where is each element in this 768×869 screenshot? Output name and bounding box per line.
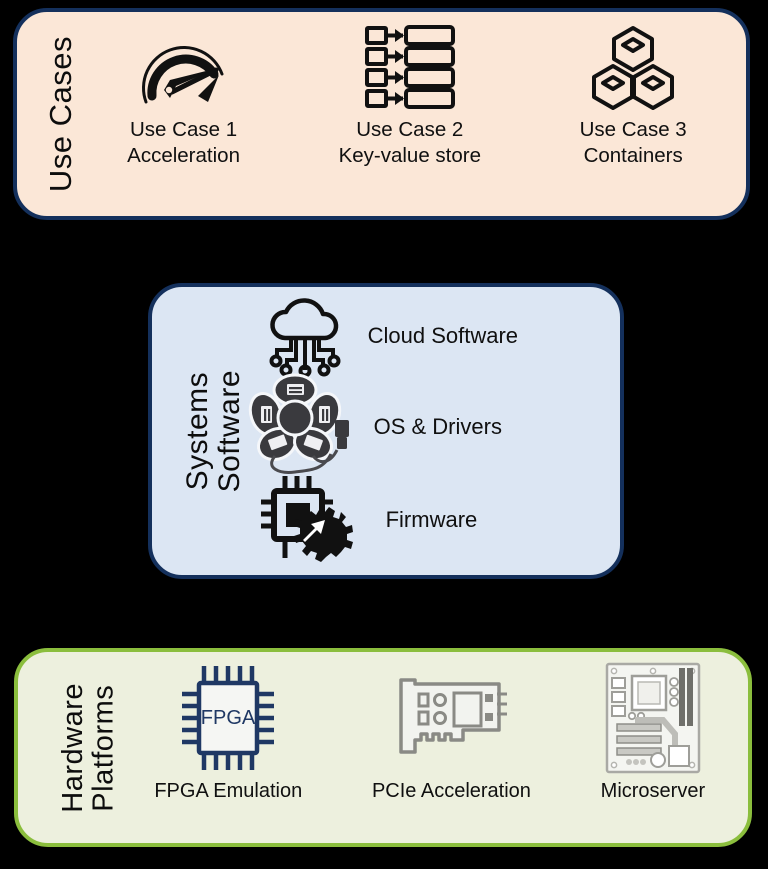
use-case-1-item[interactable]: Use Case 1 Acceleration bbox=[127, 25, 240, 169]
hardware-platform-items: FPGA FPGA Emulation bbox=[119, 645, 748, 850]
cloud-software-label: Cloud Software bbox=[367, 323, 519, 348]
microserver-item[interactable]: Microserver bbox=[601, 659, 705, 805]
use-cases-panel: Use Cases Use Case 1 Acceleration bbox=[13, 8, 750, 220]
firmware-label: Firmware bbox=[385, 507, 478, 532]
os-drivers-row[interactable]: OS & Drivers bbox=[246, 373, 608, 480]
use-case-3-label: Use Case 3 Containers bbox=[579, 118, 687, 168]
fpga-chip-text: FPGA bbox=[201, 707, 256, 729]
use-case-2-item[interactable]: Use Case 2 Key-value store bbox=[339, 25, 481, 169]
containers-icon bbox=[588, 25, 678, 111]
hardware-platforms-panel: Hardware Platforms FPG bbox=[14, 648, 752, 847]
key-value-store-icon bbox=[364, 25, 456, 111]
hardware-platforms-side-label: Hardware Platforms bbox=[57, 682, 120, 813]
pcie-acceleration-label: PCIe Acceleration bbox=[371, 780, 531, 802]
cloud-software-icon bbox=[246, 296, 364, 378]
use-case-3-item[interactable]: Use Case 3 Containers bbox=[580, 25, 687, 169]
microserver-label: Microserver bbox=[600, 780, 706, 802]
fpga-chip-icon: FPGA bbox=[176, 659, 280, 777]
speedometer-icon bbox=[136, 25, 232, 111]
fpga-emulation-item[interactable]: FPGA FPGA Emulation bbox=[154, 659, 302, 805]
use-case-1-label: Use Case 1 Acceleration bbox=[127, 118, 240, 168]
use-case-2-label: Use Case 2 Key-value store bbox=[338, 118, 481, 168]
fpga-emulation-label: FPGA Emulation bbox=[154, 780, 303, 802]
firmware-row[interactable]: Firmware bbox=[246, 474, 608, 566]
systems-software-panel: Systems Software bbox=[148, 283, 624, 579]
motherboard-icon bbox=[605, 659, 701, 777]
usb-hub-icon bbox=[246, 373, 364, 480]
cloud-software-row[interactable]: Cloud Software bbox=[246, 296, 608, 378]
chip-gear-icon bbox=[246, 474, 364, 566]
use-cases-items: Use Case 1 Acceleration bbox=[78, 0, 746, 229]
systems-software-layers: Cloud Software bbox=[246, 287, 620, 575]
os-drivers-label: OS & Drivers bbox=[373, 414, 502, 439]
pcie-card-icon bbox=[393, 659, 509, 777]
pcie-acceleration-item[interactable]: PCIe Acceleration bbox=[372, 659, 531, 805]
use-cases-side-label: Use Cases bbox=[43, 35, 78, 193]
systems-software-side-label: Systems Software bbox=[181, 369, 246, 493]
